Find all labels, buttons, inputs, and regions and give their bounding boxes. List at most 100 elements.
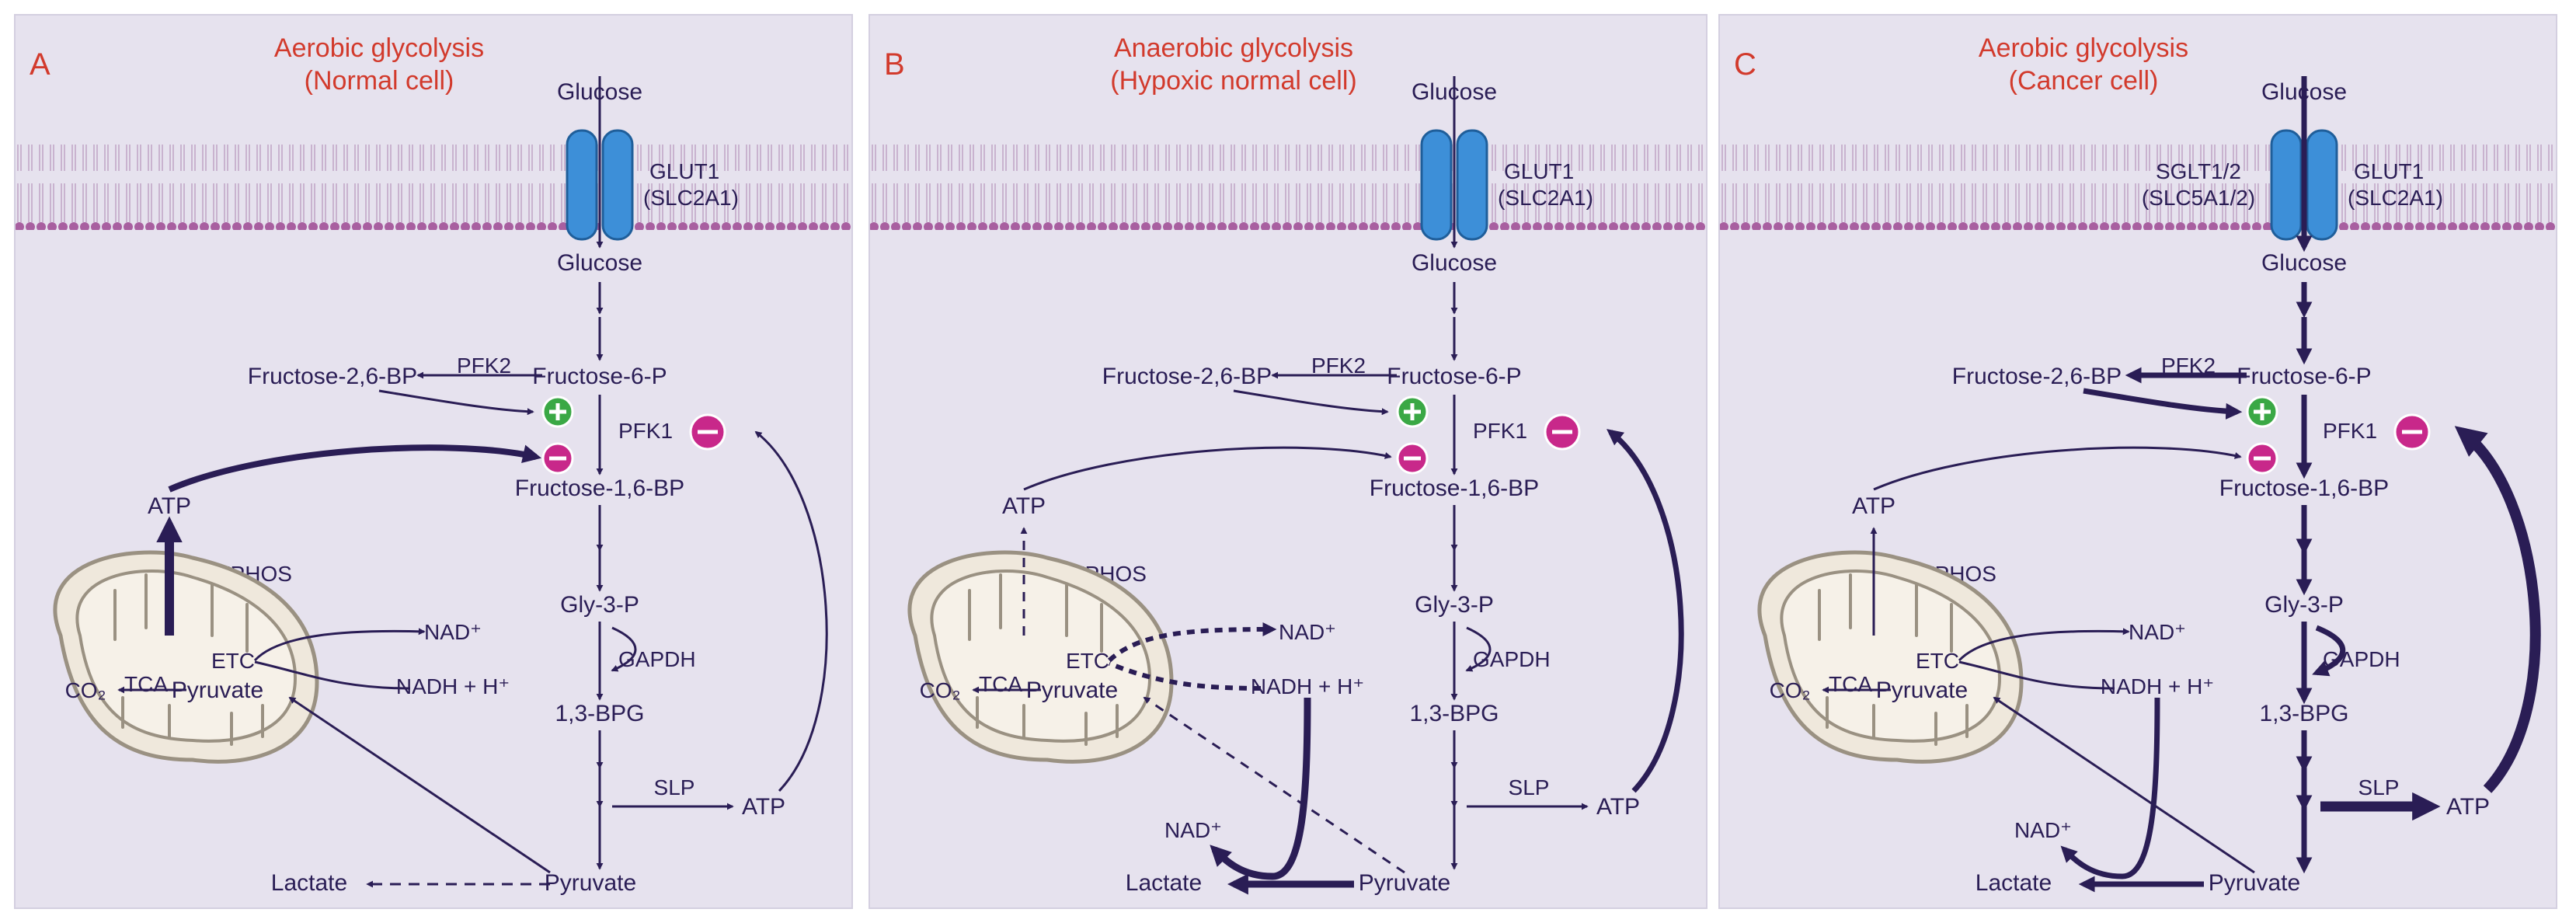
mitochondrion — [1757, 550, 2024, 764]
glut1-gene-label: (SLC2A1) — [2348, 186, 2443, 210]
nad-plus: NAD⁺ — [424, 620, 482, 644]
fructose-6-p: Fructose-6-P — [532, 364, 667, 389]
panel-title: Aerobic glycolysis — [274, 33, 484, 63]
pfk1-label: PFK1 — [1473, 419, 1527, 443]
etc-label: ETC — [211, 649, 255, 673]
panel-title: Anaerobic glycolysis — [1114, 33, 1353, 63]
pyruvate-cytosol: Pyruvate — [2209, 870, 2300, 896]
lactate: Lactate — [1976, 870, 2052, 896]
etc-label: ETC — [1916, 649, 1959, 673]
membrane-bilayer — [16, 145, 851, 230]
atp-oxphos-label: ATP — [148, 493, 191, 519]
glut1-gene-label: (SLC2A1) — [1498, 186, 1593, 210]
pyruvate-cytosol: Pyruvate — [545, 870, 636, 896]
transporter-right — [1456, 129, 1488, 241]
membrane-bilayer — [870, 145, 1706, 230]
atp-oxphos-label: ATP — [1852, 493, 1895, 519]
sglt-gene-label: (SLC5A1/2) — [2142, 186, 2255, 210]
glut1-transporter-b — [1420, 129, 1488, 241]
fructose-2-6-bp: Fructose-2,6-BP — [1102, 364, 1272, 389]
bpg-1-3: 1,3-BPG — [555, 701, 644, 726]
transporter-left — [2270, 129, 2303, 241]
fructose-6-p: Fructose-6-P — [1387, 364, 1521, 389]
pyruvate-cytosol: Pyruvate — [1359, 870, 1450, 896]
fructose-1-6-bp: Fructose-1,6-BP — [2219, 475, 2389, 501]
glut1-label: GLUT1 — [649, 159, 719, 183]
sglt-label: SGLT1/2 — [2156, 159, 2241, 183]
panel-c: C Aerobic glycolysis (Cancer cell) Gluco… — [1720, 33, 2556, 896]
co2-label: CO₂ — [920, 678, 961, 702]
lactate-arrows-b — [1210, 697, 1354, 895]
glut1-label: GLUT1 — [1504, 159, 1574, 183]
panel-letter: A — [30, 47, 50, 82]
minus-icon — [2393, 413, 2431, 451]
transporter-left — [1420, 129, 1453, 241]
panel-letter: B — [884, 47, 905, 82]
mitochondrion — [907, 550, 1174, 764]
glut1-label: GLUT1 — [2354, 159, 2424, 183]
atp-slp-label: ATP — [1596, 794, 1640, 820]
fructose-2-6-bp: Fructose-2,6-BP — [1952, 364, 2122, 389]
minus-icon — [541, 442, 574, 475]
nad-plus-lactate: NAD⁺ — [2014, 818, 2072, 842]
slp-label: SLP — [1509, 775, 1550, 799]
pfk1-label: PFK1 — [2323, 419, 2377, 443]
nadh-h-plus: NADH + H⁺ — [2101, 674, 2214, 698]
nad-plus: NAD⁺ — [2129, 620, 2186, 644]
transporter-right — [601, 129, 634, 241]
nadh-h-plus: NADH + H⁺ — [396, 674, 510, 698]
pathway-arrows-b — [972, 76, 1589, 874]
pfk2-label: PFK2 — [457, 354, 511, 378]
glut1-gene-label: (SLC2A1) — [643, 186, 739, 210]
fructose-6-p: Fructose-6-P — [2237, 364, 2371, 389]
panel-subtitle: (Hypoxic normal cell) — [1110, 66, 1356, 96]
pfk2-label: PFK2 — [1311, 354, 1366, 378]
glut1-transporter-a — [566, 129, 634, 241]
minus-icon — [1396, 442, 1429, 475]
glucose-intracellular: Glucose — [557, 250, 642, 276]
tca-label: TCA — [1829, 672, 1872, 696]
nad-plus: NAD⁺ — [1279, 620, 1336, 644]
slp-label: SLP — [654, 775, 695, 799]
plus-icon — [2246, 395, 2278, 428]
gly-3-p: Gly-3-P — [560, 592, 639, 618]
glucose-intracellular: Glucose — [1412, 250, 1497, 276]
nadh-h-plus: NADH + H⁺ — [1251, 674, 1364, 698]
lactate: Lactate — [271, 870, 347, 896]
fructose-1-6-bp: Fructose-1,6-BP — [1370, 475, 1539, 501]
membrane-bilayer — [1720, 145, 2556, 230]
etc-label: ETC — [1066, 649, 1109, 673]
panel-title: Aerobic glycolysis — [1979, 33, 2188, 63]
mitochondrion — [53, 550, 319, 764]
panel-letter: C — [1734, 47, 1756, 82]
glucose-intracellular: Glucose — [2261, 250, 2347, 276]
bpg-1-3: 1,3-BPG — [1409, 701, 1499, 726]
minus-icon — [2246, 442, 2278, 475]
pfk1-label: PFK1 — [618, 419, 673, 443]
atp-slp-label: ATP — [742, 794, 785, 820]
membrane-a — [16, 145, 851, 230]
pyruvate-mito: Pyruvate — [1876, 677, 1968, 703]
gapdh-label: GAPDH — [2323, 647, 2400, 671]
fructose-1-6-bp: Fructose-1,6-BP — [515, 475, 684, 501]
dotted-etc-arrows-b — [1107, 622, 1277, 691]
lactate: Lactate — [1126, 870, 1202, 896]
panel-subtitle: (Cancer cell) — [2009, 66, 2159, 96]
tca-label: TCA — [124, 672, 168, 696]
tca-label: TCA — [979, 672, 1022, 696]
thick-glycolysis-arrows-c — [2060, 76, 2345, 893]
nad-plus-lactate: NAD⁺ — [1164, 818, 1222, 842]
atp-feedback-thick-arrow — [2454, 426, 2541, 793]
pathway-arrows-c — [1822, 446, 2255, 874]
transporter-right — [2306, 129, 2338, 241]
gly-3-p: Gly-3-P — [1415, 592, 1494, 618]
pyruvate-mito: Pyruvate — [1026, 677, 1118, 703]
co2-label: CO₂ — [65, 678, 106, 702]
pyruvate-mito: Pyruvate — [172, 677, 263, 703]
atp-oxphos-label: ATP — [1002, 493, 1046, 519]
bpg-1-3: 1,3-BPG — [2259, 701, 2348, 726]
panel-subtitle: (Normal cell) — [305, 66, 454, 96]
minus-icon — [1544, 413, 1581, 451]
atp-inhibition-arrow — [168, 444, 542, 493]
